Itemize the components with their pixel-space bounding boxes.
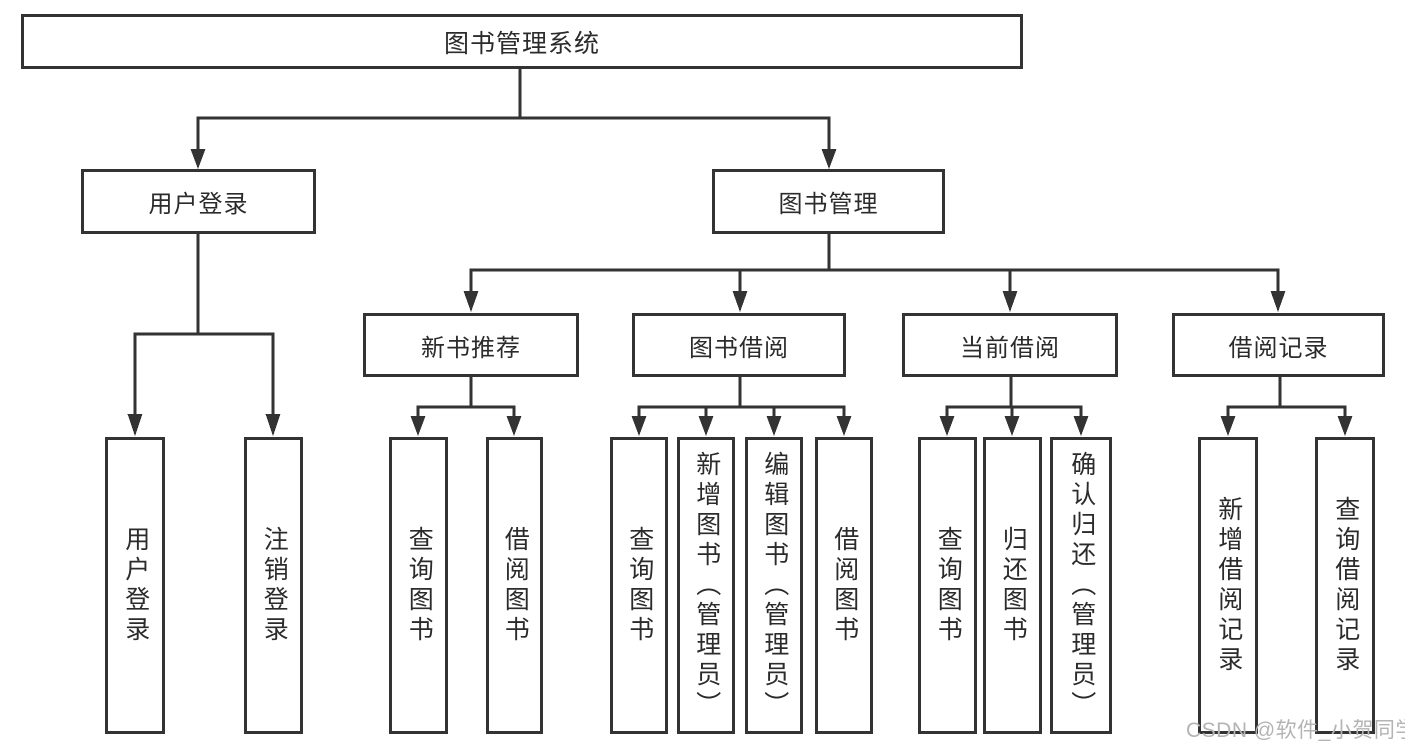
leaf-add-books-admin-label: 新增图书（管理员） xyxy=(692,450,721,721)
leaf-query-books-borrowing-label: 查询图书 xyxy=(625,525,654,646)
leaf-query-books-current: 查询图书 xyxy=(918,437,977,734)
leaf-user-login-label: 用户登录 xyxy=(121,525,150,646)
leaf-borrow-books-borrowing-label: 借阅图书 xyxy=(830,525,859,646)
leaf-confirm-return-admin-label: 确认归还（管理员） xyxy=(1067,450,1096,721)
leaf-return-books-label: 归还图书 xyxy=(999,525,1028,646)
node-library-system: 图书管理系统 xyxy=(21,14,1023,69)
leaf-logout-login: 注销登录 xyxy=(244,437,303,734)
leaf-query-borrow-record-label: 查询借阅记录 xyxy=(1331,495,1360,676)
leaf-add-books-admin: 新增图书（管理员） xyxy=(677,437,735,734)
watermark: CSDN @软件_小贺同学 xyxy=(1186,719,1405,742)
leaf-logout-login-label: 注销登录 xyxy=(260,525,289,646)
leaf-confirm-return-admin: 确认归还（管理员） xyxy=(1050,437,1112,734)
leaf-query-books-current-label: 查询图书 xyxy=(934,525,963,646)
leaf-borrow-books-recommend-label: 借阅图书 xyxy=(501,525,530,646)
node-user-login: 用户登录 xyxy=(81,169,316,234)
leaf-query-books-recommend-label: 查询图书 xyxy=(405,525,434,646)
leaf-user-login: 用户登录 xyxy=(105,437,165,734)
leaf-add-borrow-record: 新增借阅记录 xyxy=(1198,437,1258,734)
leaf-query-books-recommend: 查询图书 xyxy=(389,437,448,734)
leaf-borrow-books-borrowing: 借阅图书 xyxy=(815,437,873,734)
node-book-management: 图书管理 xyxy=(712,169,945,234)
leaf-edit-books-admin-label: 编辑图书（管理员） xyxy=(760,450,789,721)
node-current-borrowing: 当前借阅 xyxy=(902,313,1118,377)
leaf-query-books-borrowing: 查询图书 xyxy=(610,437,668,734)
leaf-edit-books-admin: 编辑图书（管理员） xyxy=(745,437,803,734)
node-book-borrowing: 图书借阅 xyxy=(632,313,846,377)
leaf-borrow-books-recommend: 借阅图书 xyxy=(486,437,543,734)
leaf-query-borrow-record: 查询借阅记录 xyxy=(1315,437,1375,734)
leaf-add-borrow-record-label: 新增借阅记录 xyxy=(1214,495,1243,676)
node-borrowing-records: 借阅记录 xyxy=(1172,313,1385,377)
leaf-return-books: 归还图书 xyxy=(983,437,1042,734)
node-new-book-recommend: 新书推荐 xyxy=(363,313,579,377)
